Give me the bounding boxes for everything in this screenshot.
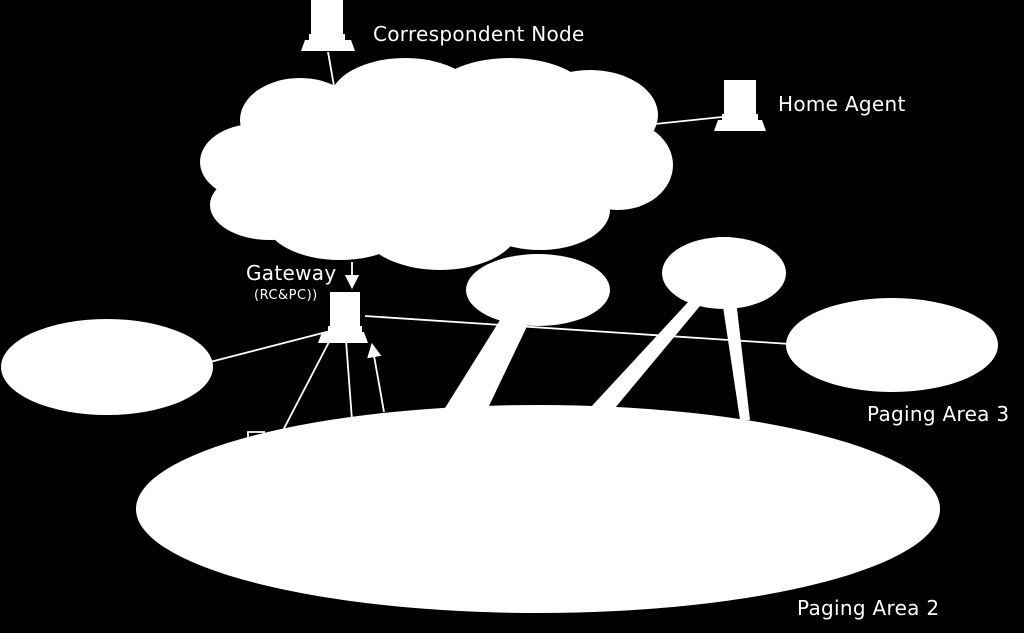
- link-gateway-left-area: [209, 327, 343, 363]
- cell-small-center: [466, 254, 610, 326]
- paging-area-2-label: Paging Area 2: [797, 596, 940, 620]
- gateway-role-label: (RC&PC)): [254, 288, 318, 303]
- core-network-cloud: [200, 58, 673, 270]
- cell-left-area: [1, 319, 213, 415]
- link-gateway-bottom-left: [277, 339, 331, 441]
- connection-lines: [209, 51, 791, 441]
- link-gateway-bottom-center: [345, 339, 353, 421]
- arrow-to-gateway: [367, 342, 385, 413]
- paging-area-2-shape: [136, 300, 940, 613]
- link-correspondent-cloud: [327, 51, 335, 87]
- cell-small-right: [662, 237, 786, 309]
- computer-terminal-icon: [714, 80, 766, 131]
- computer-terminal-icon: [318, 292, 368, 343]
- paging-area-3-label: Paging Area 3: [867, 402, 1010, 426]
- radio-cells: [1, 237, 998, 415]
- correspondent-node-label: Correspondent Node: [373, 22, 585, 46]
- computer-terminal-icon: [301, 0, 355, 51]
- link-homeagent-cloud: [654, 116, 723, 125]
- home-agent-label: Home Agent: [778, 92, 906, 116]
- cell-paging-area-3: [786, 298, 998, 392]
- link-gateway-paging-area-3: [364, 315, 791, 345]
- gateway-label: Gateway: [246, 261, 337, 285]
